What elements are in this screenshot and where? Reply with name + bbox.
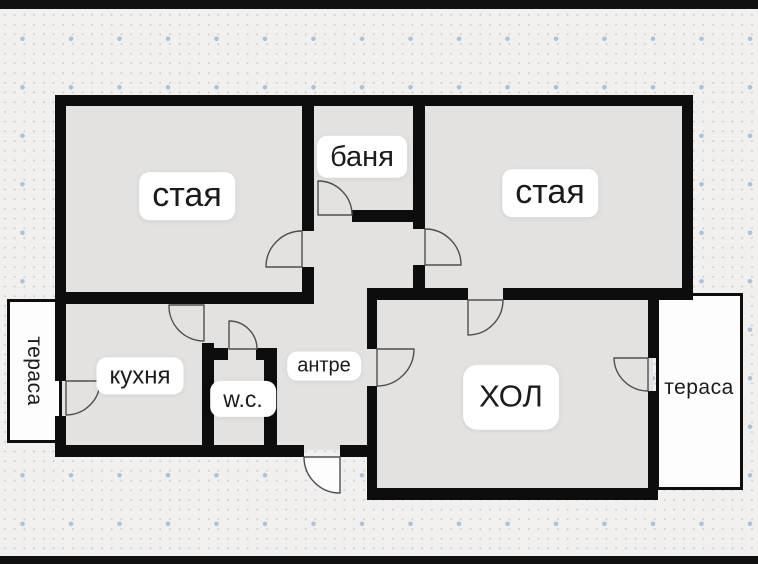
bottom-frame-bar [0, 556, 758, 564]
door-arc-entrance [303, 456, 341, 494]
wall-outer-left-lower [55, 416, 66, 457]
wall-hol-top-left [368, 288, 468, 300]
wall-hol-left-upper [367, 288, 377, 349]
wall-hol-bottom [367, 488, 658, 500]
room-label-terasa-right: тераса [664, 375, 734, 399]
door-arc-kitchen [168, 304, 205, 342]
wall-outer-left-upper [55, 95, 66, 381]
door-arc-banya [317, 180, 353, 216]
room-label-antre: антре [287, 351, 361, 381]
door-arc-wc [228, 320, 258, 350]
doors [65, 180, 649, 494]
wall-middle-horizontal [55, 292, 314, 304]
room-label-wc: w.c. [210, 380, 276, 418]
door-arc-hol-staya [467, 299, 504, 336]
room-label-terasa-left: тераса [23, 336, 47, 406]
room-label-kuhnya: кухня [96, 357, 184, 395]
room-label-staya-left: стая [139, 172, 235, 220]
room-label-hol: ХОЛ [463, 364, 559, 430]
wall-corridor-left-lower [302, 267, 314, 304]
room-label-banya: баня [317, 135, 407, 179]
wall-hol-right-lower [648, 391, 658, 500]
wall-wc-top-left [202, 348, 228, 360]
wall-banya-bottom [352, 210, 413, 222]
wall-hol-right-upper [648, 288, 658, 358]
room-label-staya-right: стая [502, 169, 598, 217]
door-arc-hol-antre [376, 348, 415, 387]
door-arc-terrace-right [613, 357, 649, 392]
terrace-left [7, 299, 62, 443]
wall-corridor-left-upper [302, 95, 314, 231]
wall-corridor-right-upper [413, 95, 425, 229]
wall-bottom-entrance-side [340, 445, 368, 457]
door-arc-staya-left [265, 230, 303, 268]
top-frame-bar [0, 0, 758, 9]
wall-outer-right [682, 95, 693, 300]
wall-kitchen-right [202, 343, 214, 445]
wall-outer-top [55, 95, 693, 106]
wall-hol-left-lower [367, 386, 377, 488]
walls [55, 95, 693, 500]
wall-hol-top-right [503, 288, 693, 300]
wall-bottom-left [55, 445, 304, 457]
door-arc-staya-right [424, 228, 462, 266]
terrace-right [656, 293, 743, 490]
